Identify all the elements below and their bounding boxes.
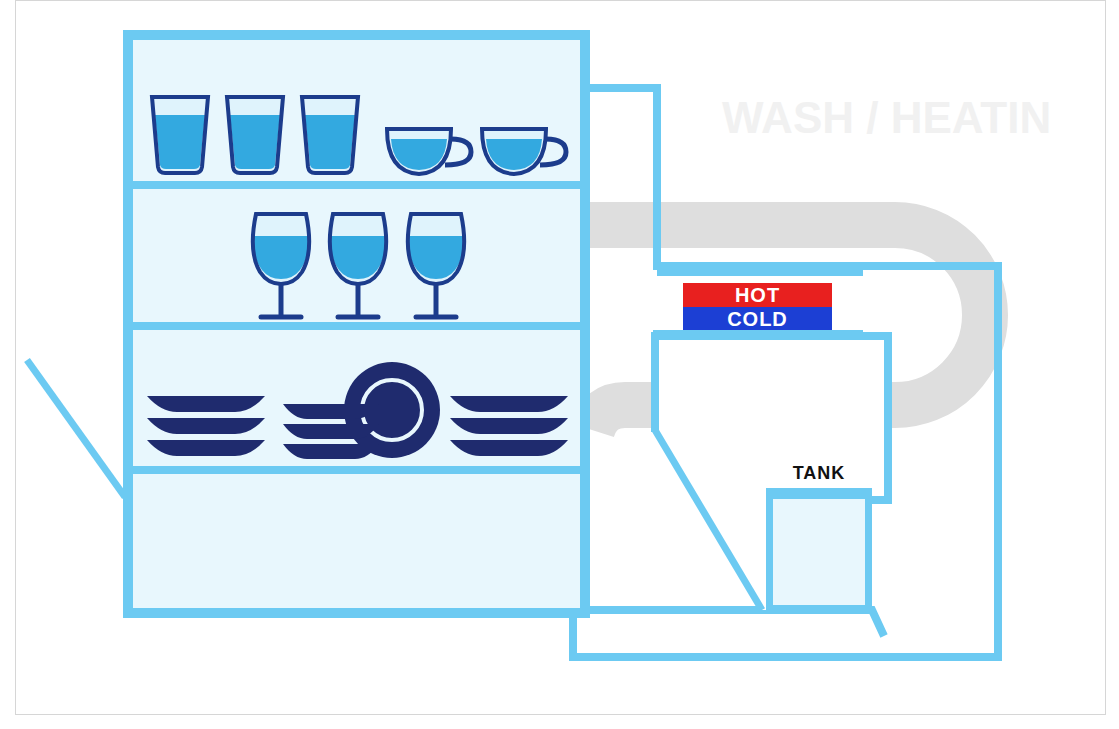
sump [655,430,762,610]
band-label: COLD [727,309,788,329]
rack [133,185,580,470]
cabinet [128,35,585,613]
tumblers [152,97,358,173]
cups [387,129,566,174]
tank: TANK [762,456,876,612]
plates [147,362,568,459]
tank-label: TANK [793,464,846,482]
wine-glasses [253,214,464,317]
hot-band: HOT [683,283,832,307]
door [27,360,125,497]
tank-box [766,488,872,612]
cold-band: COLD [683,307,832,330]
pipework [573,88,998,657]
sump [655,336,888,500]
heater-mount [657,262,863,276]
heater-mount [653,330,863,340]
frame [16,1,1106,715]
watermark: WASH / HEATIN [722,96,1051,140]
band-label: HOT [735,285,780,305]
